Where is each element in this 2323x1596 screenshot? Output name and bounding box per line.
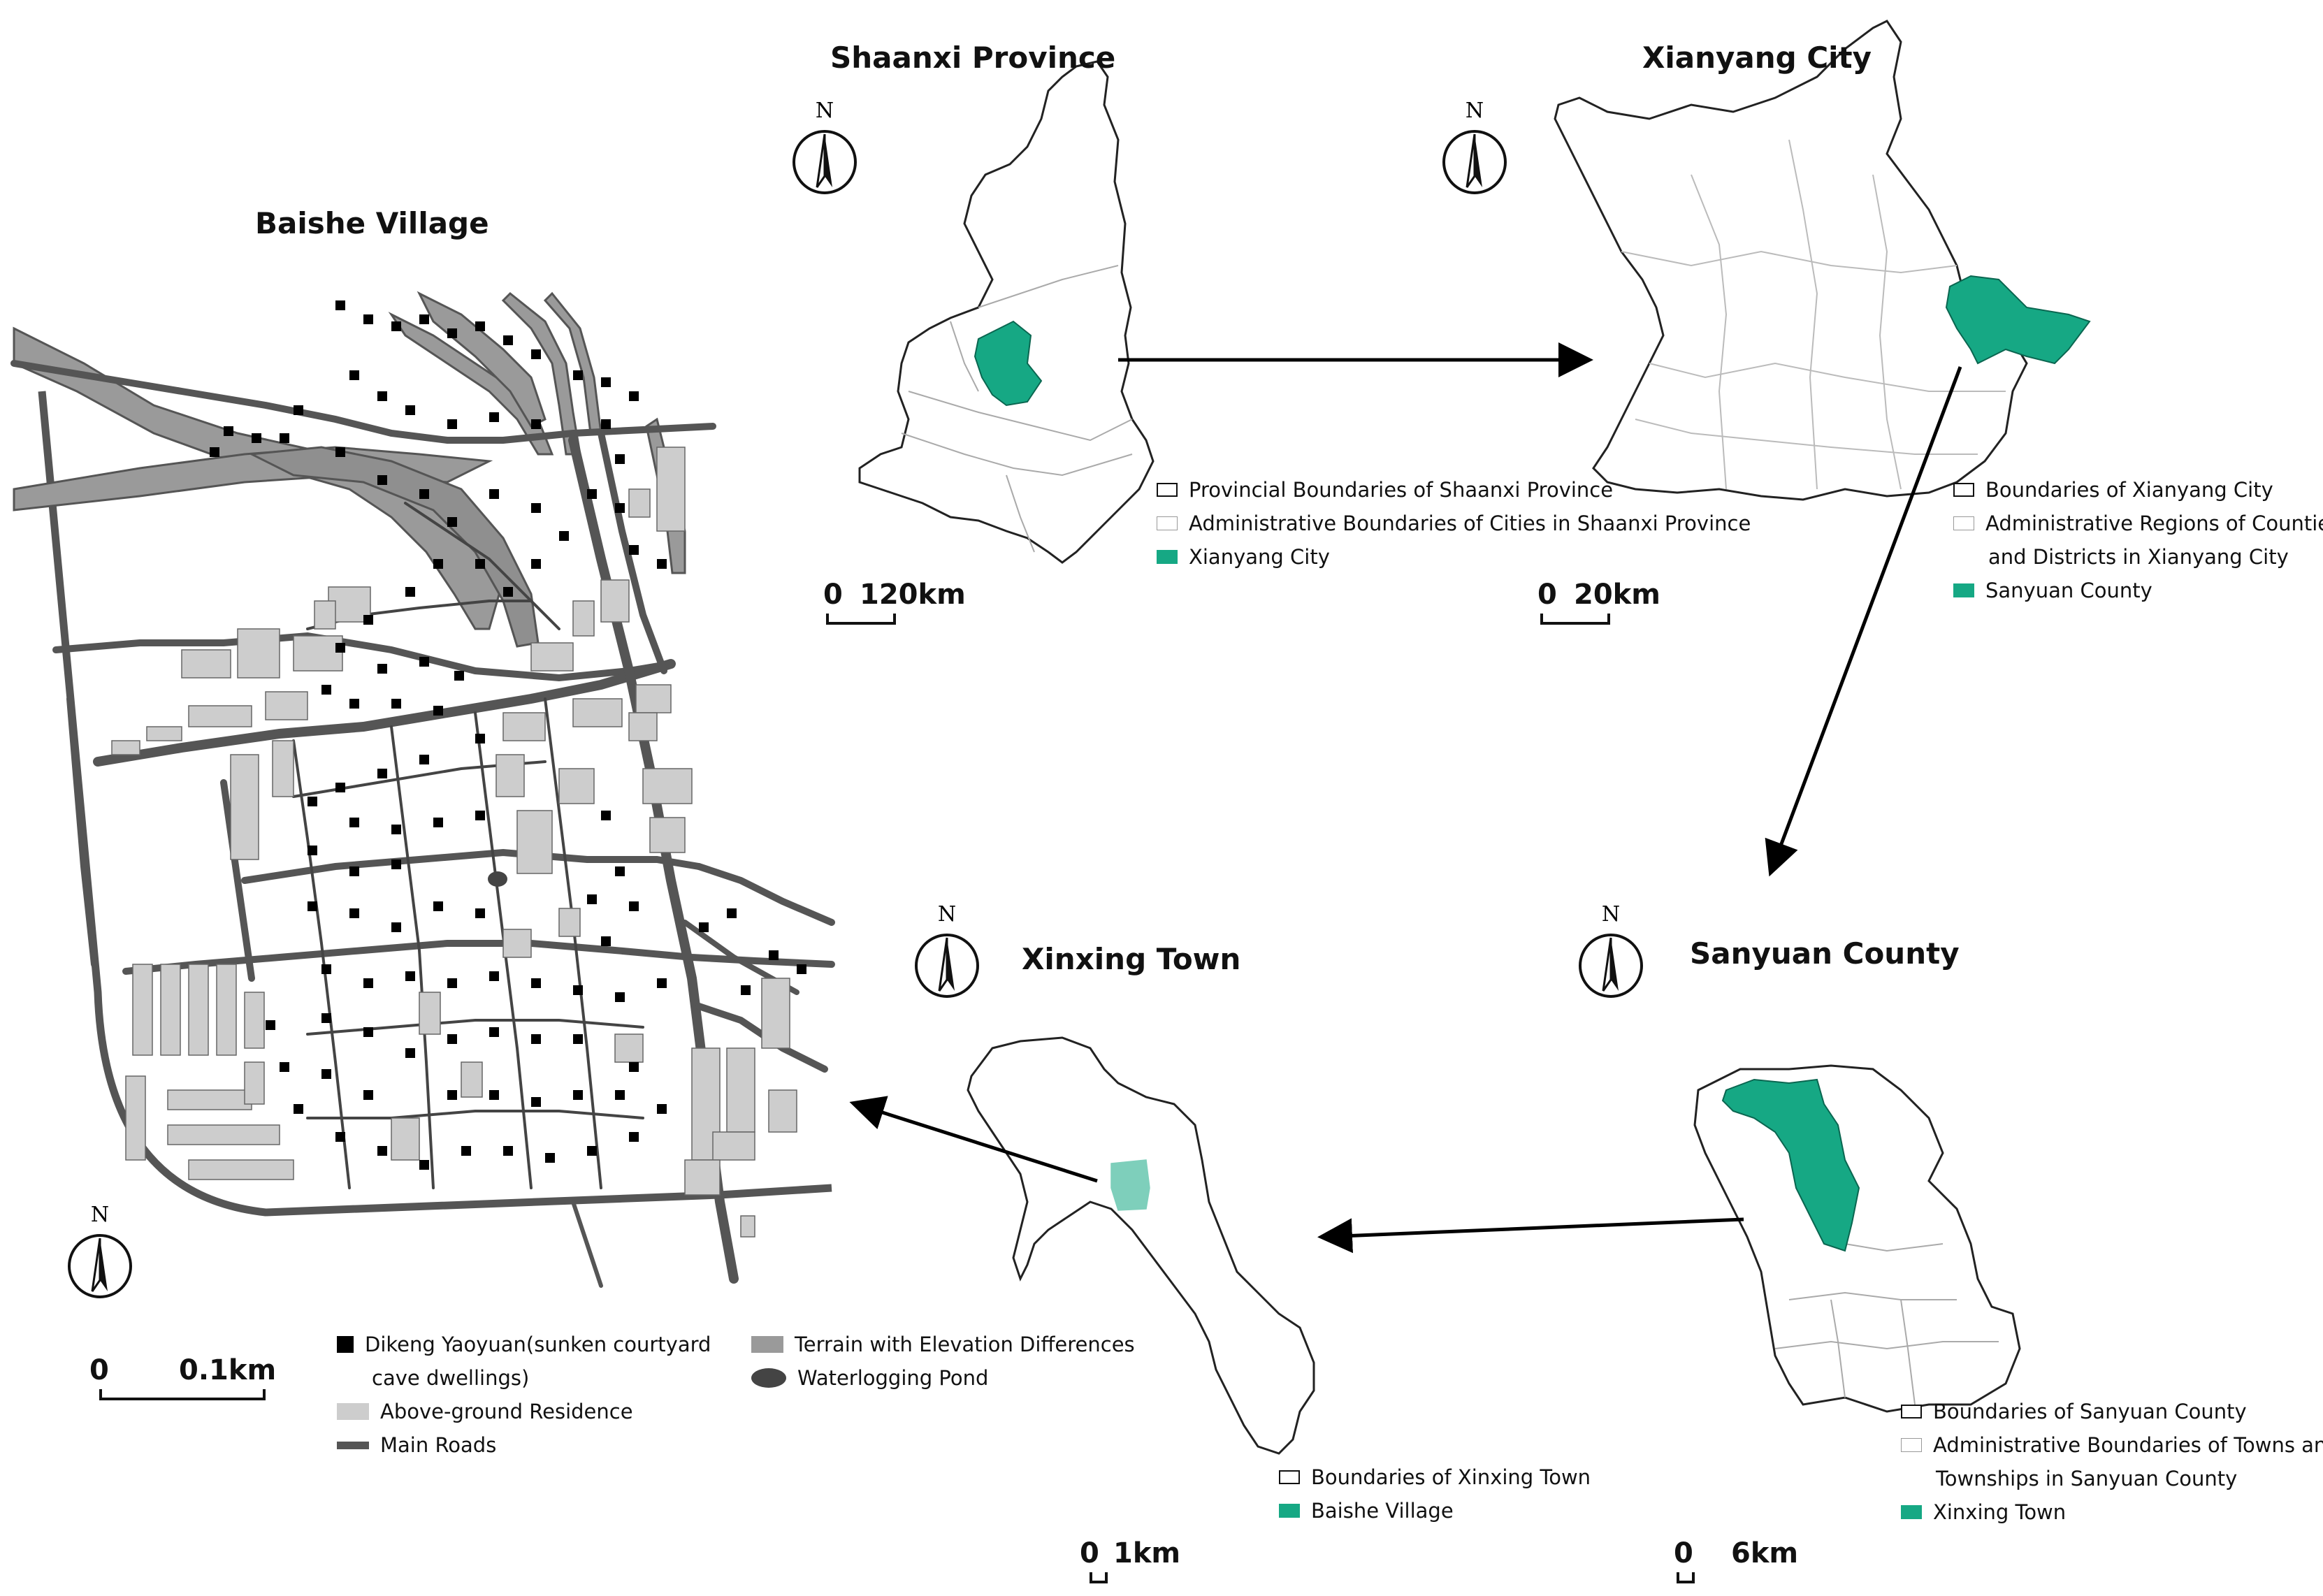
shaanxi-scale-bar: 0 120km (823, 579, 966, 627)
shaanxi-legend: Provincial Boundaries of Shaanxi Provinc… (1157, 473, 1751, 574)
legend-item: Dikeng Yaoyuan(sunken courtyard (337, 1328, 711, 1361)
xianyang-city-title: Xianyang City (1642, 41, 1872, 75)
legend-swatch-boundary (1157, 483, 1178, 497)
legend-item: Administrative Boundaries of Cities in S… (1157, 507, 1751, 540)
legend-item: Above-ground Residence (337, 1395, 711, 1428)
legend-swatch-boundary (1279, 1470, 1300, 1484)
terrain-band-4 (388, 312, 554, 456)
waterlogging-pond (488, 871, 507, 887)
legend-item: Boundaries of Xinxing Town (1279, 1460, 1591, 1494)
scale-bar-line (826, 614, 896, 625)
north-arrow-icon: N (786, 98, 863, 203)
north-arrow-icon: N (1436, 98, 1513, 203)
legend-swatch-residence (337, 1403, 369, 1420)
terrain-band-6 (501, 291, 581, 456)
shaanxi-province-title: Shaanxi Province (830, 41, 1116, 75)
legend-item: Administrative Boundaries of Towns and (1901, 1428, 2323, 1462)
shaanxi-province-map (858, 60, 1155, 564)
baishe-legend-col1: Dikeng Yaoyuan(sunken courtyard cave dwe… (337, 1328, 711, 1462)
sanyuan-county-title: Sanyuan County (1690, 936, 1960, 971)
xinxing-town-highlight (1721, 1078, 1860, 1252)
xianyang-city-outline (1554, 20, 2028, 501)
legend-swatch-highlight (1279, 1504, 1300, 1518)
legend-swatch-highlight (1901, 1505, 1922, 1519)
terrain-band-1 (13, 326, 505, 630)
legend-item: Boundaries of Sanyuan County (1901, 1395, 2323, 1428)
svg-text:N: N (938, 902, 956, 927)
legend-swatch-boundary (1901, 1405, 1922, 1419)
legend-swatch-highlight (1953, 583, 1974, 597)
legend-swatch-pond (751, 1368, 786, 1388)
xinxing-town-title: Xinxing Town (1022, 942, 1241, 976)
legend-item: Boundaries of Xianyang City (1953, 473, 2323, 507)
legend-swatch-terrain (751, 1336, 783, 1353)
scale-bar-line (99, 1389, 266, 1400)
arrow-xinxing-to-baishe (849, 1096, 1098, 1183)
legend-item: Terrain with Elevation Differences (751, 1328, 1135, 1361)
svg-text:N: N (816, 99, 834, 123)
xinxing-legend: Boundaries of Xinxing Town Baishe Villag… (1279, 1460, 1591, 1528)
arrow-xianyang-to-sanyuan (1765, 366, 1962, 877)
legend-swatch-road (337, 1441, 369, 1449)
legend-swatch-admin (1953, 516, 1974, 530)
sanyuan-county-outline (1693, 1064, 2021, 1413)
baishe-scale-bar: 0 0.1km (89, 1354, 276, 1403)
zoom-arrows (849, 342, 1962, 1254)
scale-bar-line (1090, 1572, 1108, 1583)
legend-item-continued: cave dwellings) (372, 1366, 530, 1390)
sanyuan-legend: Boundaries of Sanyuan County Administrat… (1901, 1395, 2323, 1529)
baishe-village-map (10, 291, 835, 1288)
xianyang-scale-bar: 0 20km (1537, 579, 1660, 627)
sanyuan-county-highlight (1945, 275, 2091, 365)
legend-item: Administrative Regions of Counties (1953, 507, 2323, 540)
svg-text:N: N (1602, 902, 1620, 927)
legend-swatch-boundary (1953, 483, 1974, 497)
legend-swatch-dikeng (337, 1336, 354, 1353)
sanyuan-scale-bar: 0 6km (1674, 1537, 1800, 1586)
xinxing-town-map (967, 1036, 1315, 1455)
scale-bar-line (1677, 1572, 1695, 1583)
sanyuan-county-map (1693, 1064, 2021, 1413)
legend-swatch-admin (1157, 516, 1178, 530)
legend-item: Main Roads (337, 1428, 711, 1462)
baishe-village-highlight (1110, 1159, 1150, 1211)
legend-item: Sanyuan County (1953, 574, 2323, 607)
legend-swatch-highlight (1157, 550, 1178, 564)
legend-swatch-admin (1901, 1438, 1922, 1452)
baishe-legend-col2: Terrain with Elevation Differences Water… (751, 1328, 1135, 1395)
legend-item-continued: and Districts in Xianyang City (1988, 545, 2289, 569)
legend-item-continued: Townships in Sanyuan County (1936, 1467, 2238, 1490)
xianyang-legend: Boundaries of Xianyang City Administrati… (1953, 473, 2323, 607)
terrain-band-3 (247, 446, 540, 648)
legend-item: Baishe Village (1279, 1494, 1591, 1528)
xianyang-city-highlight (974, 320, 1043, 407)
xianyang-city-map (1554, 20, 2091, 501)
north-arrow-icon: N (61, 1202, 138, 1307)
scale-bar-line (1540, 614, 1610, 625)
legend-item: Provincial Boundaries of Shaanxi Provinc… (1157, 473, 1751, 507)
svg-text:N: N (1466, 99, 1484, 123)
svg-text:N: N (91, 1203, 109, 1227)
legend-item: Xianyang City (1157, 540, 1751, 574)
xinxing-scale-bar: 0 1km (1080, 1537, 1185, 1586)
xinxing-town-outline (967, 1036, 1315, 1455)
north-arrow-icon: N (909, 901, 985, 1006)
legend-item: Waterlogging Pond (751, 1361, 1135, 1395)
legend-item: Xinxing Town (1901, 1495, 2323, 1529)
north-arrow-icon: N (1572, 901, 1649, 1006)
baishe-village-title: Baishe Village (255, 206, 489, 240)
arrow-sanyuan-to-xinxing (1317, 1217, 1744, 1254)
shaanxi-province-outline (858, 60, 1155, 564)
